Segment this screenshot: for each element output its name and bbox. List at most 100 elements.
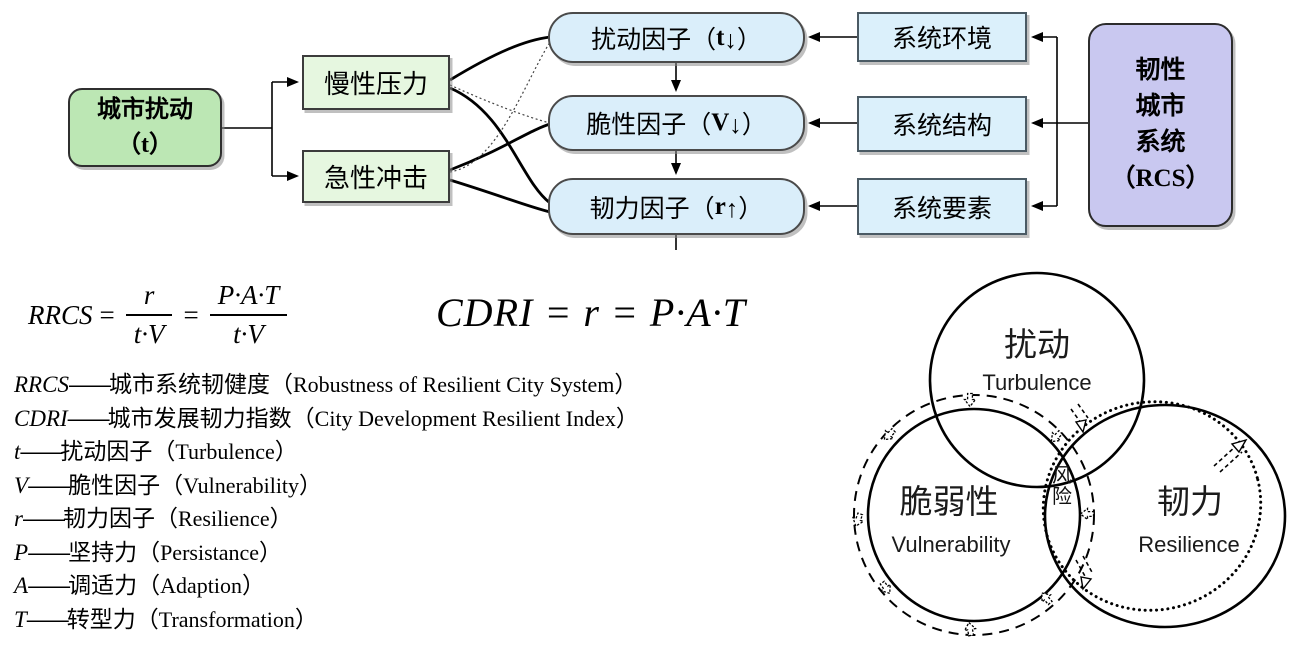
ladder-arrow-line — [1213, 445, 1237, 467]
curve-pressure-vulnerability-dotted — [449, 84, 551, 124]
vulnerability-label-zh: 脆弱性 — [900, 484, 999, 521]
paren-close: ） — [615, 404, 639, 431]
paren-open: （ — [152, 438, 176, 464]
ladder-arrowhead-icon — [1080, 576, 1093, 591]
definition-symbol: T — [14, 606, 27, 632]
definition-row-r: r——韧力因子（Resilience） — [14, 502, 639, 536]
definition-english: Persistance — [160, 539, 260, 565]
paren-open: （ — [137, 572, 161, 598]
turbulence-factor-suffix: ↓） — [724, 26, 762, 54]
vulnerability-factor-symbol: V — [711, 109, 730, 136]
definition-chinese: 坚持力 — [68, 538, 138, 565]
rrcs-fraction-2: P·A·T t·V — [209, 280, 288, 350]
definition-row-v: V——脆性因子（Vulnerability） — [14, 469, 639, 503]
definition-row-t: t——扰动因子（Turbulence） — [14, 435, 639, 469]
paren-open: （ — [135, 605, 159, 632]
definition-dash: —— — [67, 405, 110, 431]
definition-row-rrcs: RRCS——城市系统韧健度（Robustness of Resilient Ci… — [14, 368, 639, 402]
definitions-list: RRCS——城市系统韧健度（Robustness of Resilient Ci… — [14, 368, 639, 636]
system-elements-box: 系统要素 — [857, 178, 1027, 235]
system-environment-box: 系统环境 — [857, 12, 1027, 62]
urban-disturbance-line1: 城市扰动 — [97, 96, 193, 123]
definition-dash: —— — [28, 573, 70, 598]
definition-symbol: RRCS — [14, 372, 69, 397]
definition-dash: —— — [26, 606, 69, 632]
definition-row-cdri: CDRI——城市发展韧力指数（City Development Resilien… — [14, 402, 639, 436]
ladder-arrowhead-icon — [1074, 419, 1087, 434]
rcs-line4: （RCS） — [1110, 165, 1211, 192]
hollow-arrow-icon — [849, 511, 867, 529]
flow-curves-dotted — [449, 41, 551, 173]
curve-shock-vulnerability — [449, 122, 551, 172]
resilience-factor-box: 韧力因子（r↑） — [548, 178, 805, 235]
paren-close: ） — [269, 505, 293, 531]
paren-close: ） — [274, 438, 298, 464]
definition-english: Turbulence — [175, 439, 275, 464]
definition-chinese: 城市发展韧力指数 — [107, 404, 292, 431]
definition-symbol: A — [14, 573, 29, 598]
definition-chinese: 调适力 — [68, 572, 138, 598]
rcs-line1: 韧性 — [1135, 57, 1186, 84]
definition-dash: —— — [28, 472, 70, 498]
venn-ladder-arrows — [1070, 403, 1243, 579]
acute-shock-box: 急性冲击 — [302, 150, 450, 203]
system-structure-box: 系统结构 — [857, 96, 1027, 152]
paren-close: ） — [299, 471, 323, 498]
definition-english: Transformation — [158, 606, 295, 632]
paren-close: ） — [294, 605, 318, 632]
definition-english: Adaption — [160, 573, 242, 598]
ladder-arrow-line — [1075, 559, 1087, 579]
chronic-pressure-label: 慢性压力 — [323, 70, 428, 99]
system-environment-label: 系统环境 — [891, 26, 992, 53]
chronic-pressure-box: 慢性压力 — [302, 55, 450, 110]
curve-shock-turbulence-dotted — [449, 41, 551, 173]
venn-ladder-arrowheads — [1074, 419, 1248, 591]
paren-open: （ — [137, 538, 161, 565]
definition-symbol: r — [14, 506, 23, 531]
turbulence-label-zh: 扰动 — [1004, 327, 1070, 364]
rcs-line3: 系统 — [1135, 129, 1186, 156]
definition-dash: —— — [68, 372, 111, 397]
definition-english: Vulnerability — [183, 472, 300, 498]
resilience-factor-prefix: 韧力因子（ — [589, 195, 715, 223]
vulnerability-factor-suffix: ↓） — [729, 112, 767, 139]
definition-english: City Development Resilient Index — [314, 405, 616, 431]
rrcs-equals-2: = — [183, 299, 199, 330]
rrcs-frac1-numerator: r — [143, 280, 155, 310]
resilience-label-en: Resilience — [1138, 532, 1240, 557]
turbulence-circle — [928, 271, 1146, 489]
definition-chinese: 城市系统韧健度 — [108, 371, 270, 397]
paren-open: （ — [160, 471, 184, 498]
resilient-city-system-box: 韧性 城市 系统 （RCS） — [1088, 23, 1233, 227]
flow-connectors — [222, 32, 1088, 250]
hollow-arrow-icon — [1079, 507, 1095, 521]
vulnerability-circle — [866, 407, 1082, 623]
definition-symbol: P — [14, 539, 29, 565]
definition-chinese: 扰动因子 — [60, 438, 153, 464]
curve-pressure-resilience — [449, 86, 551, 205]
system-structure-label: 系统结构 — [891, 113, 992, 140]
paren-close: ） — [259, 538, 283, 565]
definition-chinese: 韧力因子 — [62, 505, 155, 531]
rrcs-equals-1: = — [99, 299, 115, 330]
definition-dash: —— — [22, 506, 65, 531]
cdri-formula: CDRI = r = P·A·T — [436, 290, 746, 335]
fraction-bar — [209, 314, 288, 316]
definition-symbol: V — [14, 472, 29, 498]
definition-symbol: CDRI — [14, 405, 68, 431]
rrcs-frac2-denominator: t·V — [233, 319, 264, 349]
urban-disturbance-line2: （t） — [117, 131, 173, 158]
system-elements-label: 系统要素 — [891, 195, 992, 223]
fraction-bar — [125, 314, 173, 316]
turbulence-factor-symbol: t — [716, 23, 725, 51]
definition-row-p: P——坚持力（Persistance） — [14, 536, 639, 570]
turbulence-factor-box: 扰动因子（t↓） — [548, 12, 805, 63]
ladder-arrow-line — [1219, 451, 1243, 473]
paren-close: ） — [241, 572, 265, 598]
paren-open: （ — [291, 404, 315, 431]
turbulence-label-en: Turbulence — [982, 370, 1091, 395]
rrcs-fraction-1: r t·V — [125, 280, 173, 350]
definition-chinese: 脆性因子 — [68, 471, 161, 498]
